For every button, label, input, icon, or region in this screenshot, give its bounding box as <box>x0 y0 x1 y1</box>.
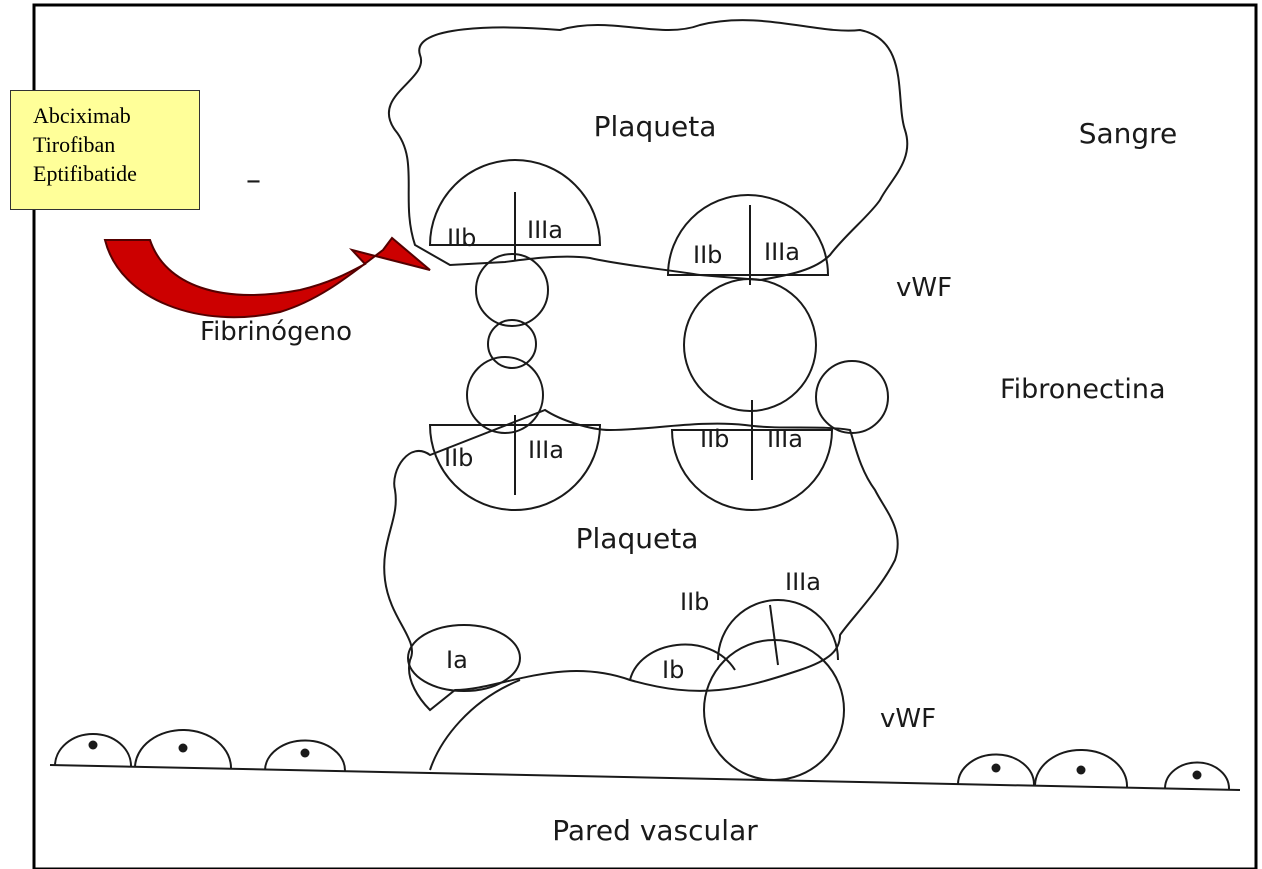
label-vessel-wall: Pared vascular <box>552 814 758 847</box>
vwf-circle-bottom <box>704 640 844 780</box>
label-vwf-top: vWF <box>896 273 952 303</box>
nucleus <box>301 749 310 758</box>
inhibition-arrow <box>105 238 430 317</box>
label-iiia: IIIa <box>767 425 803 453</box>
label-ib: Ib <box>662 656 684 684</box>
label-iiia: IIIa <box>785 568 821 596</box>
label-fibrinogen: Fibrinógeno <box>200 317 352 347</box>
label-vwf-bottom: vWF <box>880 704 936 734</box>
nucleus <box>179 744 188 753</box>
label-iib: IIb <box>700 425 729 453</box>
fibrinogen-circle-2 <box>488 320 536 368</box>
label-iiia: IIIa <box>527 216 563 244</box>
callout-dash: – <box>246 163 261 198</box>
label-ia: Ia <box>446 646 468 674</box>
nucleus <box>1193 771 1202 780</box>
label-iib: IIb <box>444 444 473 472</box>
drug-name: Tirofiban <box>33 130 199 159</box>
label-blood: Sangre <box>1079 117 1178 150</box>
label-platelet-bottom: Plaqueta <box>576 522 699 555</box>
fibronectin-circle <box>816 361 888 433</box>
vwf-circle-top <box>684 279 816 411</box>
vessel-wall-line <box>50 765 1240 790</box>
fibrinogen-circle-3 <box>467 357 543 433</box>
fibrinogen-circle-1 <box>476 254 548 326</box>
receptor-top-right <box>668 195 828 275</box>
label-iiia: IIIa <box>528 436 564 464</box>
drug-callout-box: Abciximab Tirofiban Eptifibatide <box>10 90 200 210</box>
label-iib: IIb <box>680 588 709 616</box>
label-iiia: IIIa <box>764 238 800 266</box>
nucleus <box>1077 766 1086 775</box>
endothelial-cell <box>55 734 131 766</box>
label-iib: IIb <box>447 224 476 252</box>
platelet-foot <box>430 680 520 770</box>
label-platelet-top: Plaqueta <box>594 110 717 143</box>
nucleus <box>89 741 98 750</box>
label-iib: IIb <box>693 241 722 269</box>
nucleus <box>992 764 1001 773</box>
drug-name: Abciximab <box>33 101 199 130</box>
label-fibronectin: Fibronectina <box>1000 374 1166 405</box>
drug-name: Eptifibatide <box>33 159 199 188</box>
